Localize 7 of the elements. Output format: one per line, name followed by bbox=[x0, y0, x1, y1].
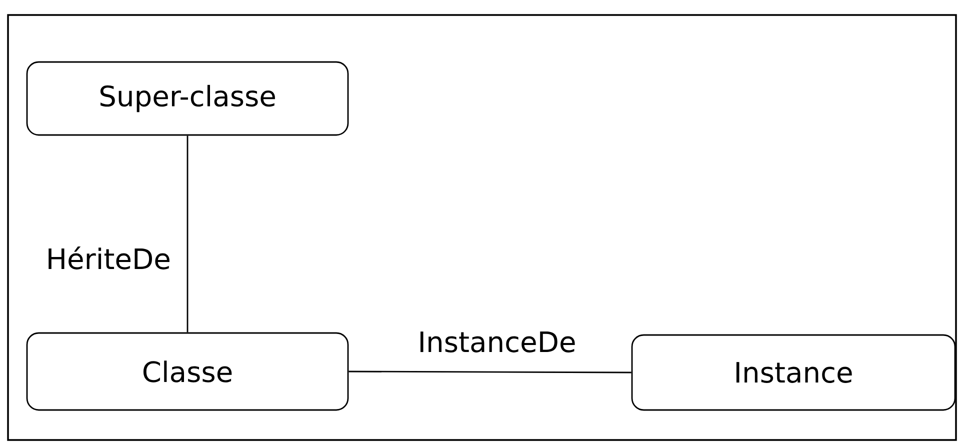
connector-line bbox=[348, 370, 632, 374]
edge-label: InstanceDe bbox=[415, 329, 579, 355]
class-box: Super-classe bbox=[26, 61, 349, 136]
class-box: Classe bbox=[26, 332, 349, 411]
edge-label: HériteDe bbox=[44, 244, 174, 272]
connector-line bbox=[186, 136, 188, 332]
class-box: Instance bbox=[631, 334, 956, 411]
